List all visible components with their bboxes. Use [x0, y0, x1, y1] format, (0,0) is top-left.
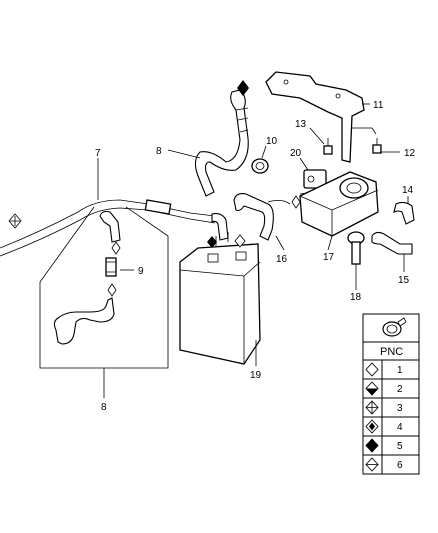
diagram-diamond-markers — [8, 80, 301, 297]
legend-row-3: 3 — [397, 403, 403, 414]
bolt-12 — [372, 138, 382, 154]
legend-row-5: 5 — [397, 441, 403, 452]
valve-assembly-17 — [299, 171, 379, 237]
clip-10 — [251, 158, 269, 174]
diamond-marker-icon — [111, 241, 121, 255]
callout-labels: 7 8 8 9 10 11 12 13 14 15 16 17 18 19 20 — [95, 100, 416, 413]
callout-7: 7 — [95, 148, 101, 159]
diamond-half-filled-icon — [365, 381, 379, 396]
diamond-marker-icon — [234, 234, 246, 248]
hose-14 — [393, 201, 415, 225]
legend-row-6: 6 — [397, 460, 403, 471]
legend-header: PNC — [380, 346, 403, 358]
legend-row-4: 4 — [397, 422, 403, 433]
diamond-filled-icon — [365, 438, 379, 453]
canister-19 — [179, 232, 261, 365]
callout-16: 16 — [276, 254, 288, 265]
diamond-marker-icon — [207, 236, 217, 248]
hose-16 — [233, 193, 291, 241]
hose-clamp-icon — [382, 317, 407, 337]
pnc-legend: PNC 1 2 3 4 5 6 — [362, 313, 420, 475]
diamond-marker-icon — [291, 195, 301, 209]
diamond-marker-icon — [107, 283, 117, 297]
hose-8-upper — [194, 89, 249, 197]
callout-15: 15 — [398, 275, 410, 286]
diamond-marker-icon — [237, 80, 249, 96]
legend-row-2: 2 — [397, 384, 403, 395]
bolt-13 — [323, 138, 333, 155]
callout-18: 18 — [350, 292, 362, 303]
diamond-dot-icon — [365, 419, 379, 434]
callout-19: 19 — [250, 370, 262, 381]
callout-13: 13 — [295, 119, 307, 130]
callout-8-upper: 8 — [156, 146, 162, 157]
vapor-line — [0, 199, 229, 257]
valve-18 — [347, 231, 365, 286]
callout-14: 14 — [402, 185, 414, 196]
bracket-11 — [265, 71, 377, 163]
diamond-line-icon — [365, 457, 379, 472]
callout-12: 12 — [404, 148, 416, 159]
legend-row-1: 1 — [397, 365, 403, 376]
callout-10: 10 — [266, 136, 278, 147]
callout-20: 20 — [290, 148, 302, 159]
diamond-outline-icon — [365, 362, 379, 377]
diamond-cross-icon — [365, 400, 379, 415]
detail-panel — [39, 206, 169, 369]
callout-11: 11 — [373, 100, 384, 111]
callout-8-lower: 8 — [101, 402, 107, 413]
leader-lines — [97, 103, 409, 398]
hose-15 — [371, 231, 413, 255]
callout-17: 17 — [323, 252, 335, 263]
callout-9: 9 — [138, 266, 144, 277]
